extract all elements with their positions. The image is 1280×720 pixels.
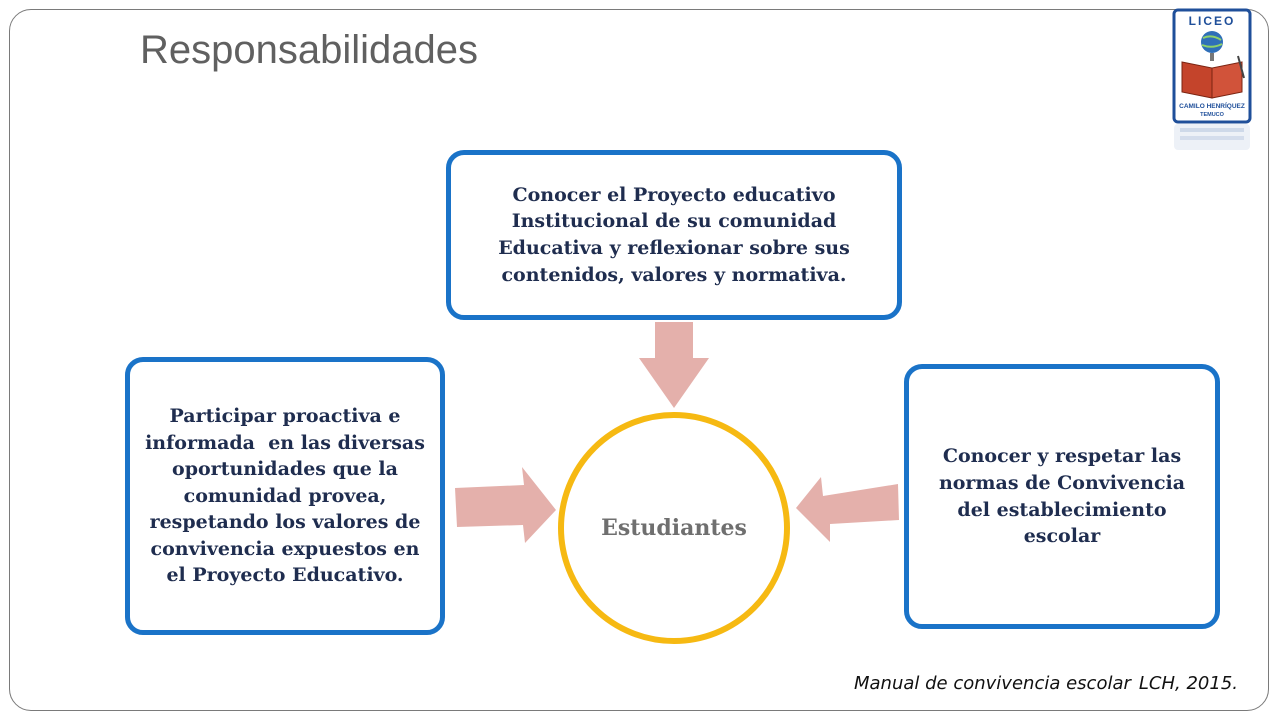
responsibility-box-top: Conocer el Proyecto educativo Institucio… (446, 150, 902, 320)
responsibility-box-right: Conocer y respetar las normas de Convive… (904, 364, 1220, 629)
logo-city-text: TEMUCO (1200, 112, 1225, 118)
logo-bottom-text: CAMILO HENRÍQUEZ (1179, 101, 1245, 110)
citation: Manual de convivencia escolar LCH, 2015. (854, 673, 1238, 694)
responsibility-box-left: Participar proactiva e informada en las … (125, 357, 445, 635)
slide-frame (9, 9, 1269, 711)
responsibility-text-right: Conocer y respetar las normas de Convive… (938, 445, 1186, 548)
arrow-down (639, 322, 709, 408)
center-label: Estudiantes (601, 515, 747, 541)
citation-ref: LCH, 2015. (1138, 673, 1238, 694)
slide-title: Responsabilidades (140, 28, 479, 72)
center-circle: Estudiantes (558, 412, 790, 644)
arrow-left (796, 477, 899, 542)
responsibility-text-left: Participar proactiva e informada en las … (145, 404, 432, 587)
citation-source: Manual de convivencia escolar (853, 673, 1131, 694)
logo-top-text: LICEO (1189, 14, 1236, 28)
school-logo: LICEO CAMILO HENRÍQUEZ TEMUCO (1172, 8, 1252, 150)
arrow-right (455, 467, 556, 543)
responsibility-text-top: Conocer el Proyecto educativo Institucio… (498, 183, 850, 286)
